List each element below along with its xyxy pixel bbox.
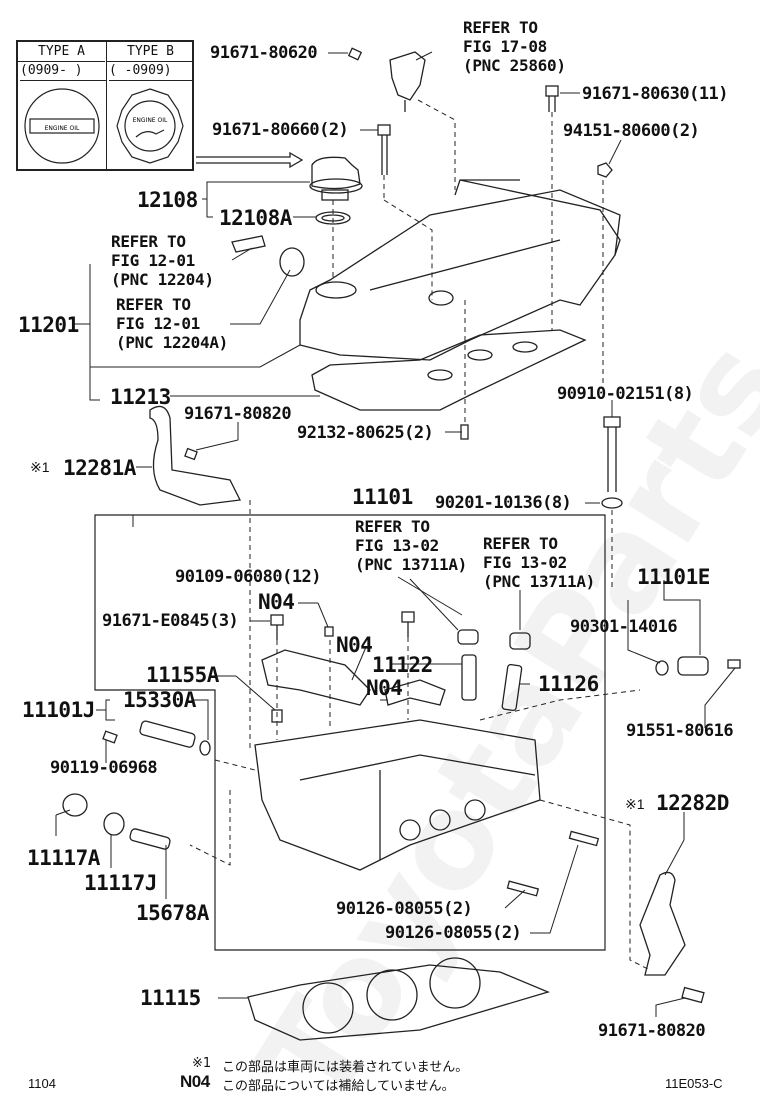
part-11115[interactable]: 11115 bbox=[140, 986, 201, 1010]
type-a-cap-text: ENGINE OIL bbox=[45, 125, 80, 132]
bolt-drawing bbox=[377, 124, 391, 175]
ref-fig-17-08[interactable]: REFER TO FIG 17-08 (PNC 25860) bbox=[463, 18, 566, 75]
pointer-arrow bbox=[196, 151, 304, 169]
part-11101[interactable]: 11101 bbox=[352, 485, 413, 509]
ref-fig-13-02-b[interactable]: REFER TO FIG 13-02 (PNC 13711A) bbox=[483, 534, 595, 591]
part-12108[interactable]: 12108 bbox=[137, 188, 198, 212]
ref-fig-13-02-a[interactable]: REFER TO FIG 13-02 (PNC 13711A) bbox=[355, 517, 467, 574]
head-bolt-drawing bbox=[603, 416, 621, 492]
part-11155A[interactable]: 11155A bbox=[146, 663, 219, 687]
ocv-drawing bbox=[139, 720, 211, 756]
ref-fig-12-01-pnc-12204a[interactable]: REFER TO FIG 12-01 (PNC 12204A) bbox=[116, 295, 228, 352]
assembly-frame bbox=[94, 514, 606, 951]
cylinder-head-drawing bbox=[254, 719, 541, 871]
part-90126-08055-b[interactable]: 90126-08055(2) bbox=[385, 923, 522, 943]
bearing-cap-small-drawing bbox=[384, 679, 446, 706]
part-92132-80625[interactable]: 92132-80625(2) bbox=[297, 423, 434, 443]
part-11122[interactable]: 11122 bbox=[372, 653, 433, 677]
note1-marker-12281A: ※1 bbox=[30, 459, 50, 475]
cam-sensor-drawing bbox=[655, 656, 741, 676]
part-11101J[interactable]: 11101J bbox=[22, 698, 95, 722]
seal-11117A bbox=[62, 793, 88, 817]
page-code: 1104 bbox=[28, 1076, 56, 1091]
part-94151-80600[interactable]: 94151-80600(2) bbox=[563, 121, 700, 141]
part-91671-80630[interactable]: 91671-80630(11) bbox=[582, 84, 729, 104]
part-12282D[interactable]: 12282D bbox=[656, 791, 729, 815]
part-12108A[interactable]: 12108A bbox=[219, 206, 292, 230]
figure-id: 11E053-C bbox=[665, 1076, 723, 1091]
type-a-date-range: (0909- ) bbox=[20, 61, 107, 81]
part-91551-80616[interactable]: 91551-80616 bbox=[626, 721, 734, 741]
type-b-date-range: ( -0909) bbox=[109, 61, 194, 81]
cap-type-table: TYPE A TYPE B (0909- ) ( -0909) ENGINE O… bbox=[16, 40, 194, 171]
part-N04-b[interactable]: N04 bbox=[336, 633, 373, 657]
cover-gasket-drawing bbox=[311, 329, 587, 411]
tube-15678A bbox=[129, 828, 171, 850]
grommet-drawing bbox=[279, 247, 305, 277]
n04-marker: N04 bbox=[180, 1072, 210, 1091]
bearing-cap-drawing bbox=[261, 649, 371, 706]
type-b-cap-icon bbox=[116, 88, 184, 164]
part-15678A[interactable]: 15678A bbox=[136, 901, 209, 925]
pcv-valve-drawing bbox=[231, 235, 266, 253]
bracket-12281A-drawing bbox=[149, 405, 241, 506]
head-gasket-drawing bbox=[247, 957, 550, 1041]
sensor-drawing bbox=[389, 51, 426, 112]
part-91671-80820-top[interactable]: 91671-80820 bbox=[184, 404, 292, 424]
ring-11117J bbox=[103, 812, 125, 836]
part-11201[interactable]: 11201 bbox=[18, 313, 79, 337]
washer-drawing bbox=[601, 497, 623, 509]
ref-fig-12-01-pnc-12204[interactable]: REFER TO FIG 12-01 (PNC 12204) bbox=[111, 232, 214, 289]
valve-guide-11126 bbox=[501, 663, 523, 712]
part-11101E[interactable]: 11101E bbox=[637, 565, 710, 589]
part-91671-80620[interactable]: 91671-80620 bbox=[210, 43, 318, 63]
cap-type-icons: ENGINE OIL ENGINE OIL bbox=[24, 88, 184, 164]
part-N04-a[interactable]: N04 bbox=[258, 590, 295, 614]
part-91671-80660[interactable]: 91671-80660(2) bbox=[212, 120, 349, 140]
note1-marker-12282D: ※1 bbox=[625, 796, 645, 812]
part-11117A[interactable]: 11117A bbox=[27, 846, 100, 870]
valve-guide-11122 bbox=[461, 654, 477, 701]
part-90301-14016[interactable]: 90301-14016 bbox=[570, 617, 678, 637]
n04-text: この部品については補給していません。 bbox=[222, 1079, 455, 1094]
type-b-cap-text: ENGINE OIL bbox=[133, 117, 168, 124]
part-90126-08055-a[interactable]: 90126-08055(2) bbox=[336, 899, 473, 919]
oil-cap-drawing bbox=[309, 156, 363, 201]
valve-cover-drawing bbox=[299, 179, 621, 361]
part-15330A[interactable]: 15330A bbox=[123, 688, 196, 712]
part-90201-10136[interactable]: 90201-10136(8) bbox=[435, 493, 572, 513]
note1-text: この部品は車両には装着されていません。 bbox=[222, 1060, 469, 1075]
part-90119-06968[interactable]: 90119-06968 bbox=[50, 758, 158, 778]
part-11126[interactable]: 11126 bbox=[538, 672, 599, 696]
part-11117J[interactable]: 11117J bbox=[84, 871, 157, 895]
type-b-header: TYPE B bbox=[107, 42, 194, 62]
type-a-cap-icon bbox=[24, 88, 100, 164]
part-90109-06080[interactable]: 90109-06080(12) bbox=[175, 567, 322, 587]
part-91671-E0845[interactable]: 91671-E0845(3) bbox=[102, 611, 239, 631]
part-N04-c[interactable]: N04 bbox=[366, 676, 403, 700]
part-11213[interactable]: 11213 bbox=[110, 385, 171, 409]
note1-marker: ※1 bbox=[192, 1056, 212, 1071]
bracket-12282D-drawing bbox=[639, 871, 686, 976]
part-90910-02151[interactable]: 90910-02151(8) bbox=[557, 384, 694, 404]
type-a-header: TYPE A bbox=[18, 42, 105, 62]
part-12281A[interactable]: 12281A bbox=[63, 456, 136, 480]
part-91671-80820-bottom[interactable]: 91671-80820 bbox=[598, 1021, 706, 1041]
